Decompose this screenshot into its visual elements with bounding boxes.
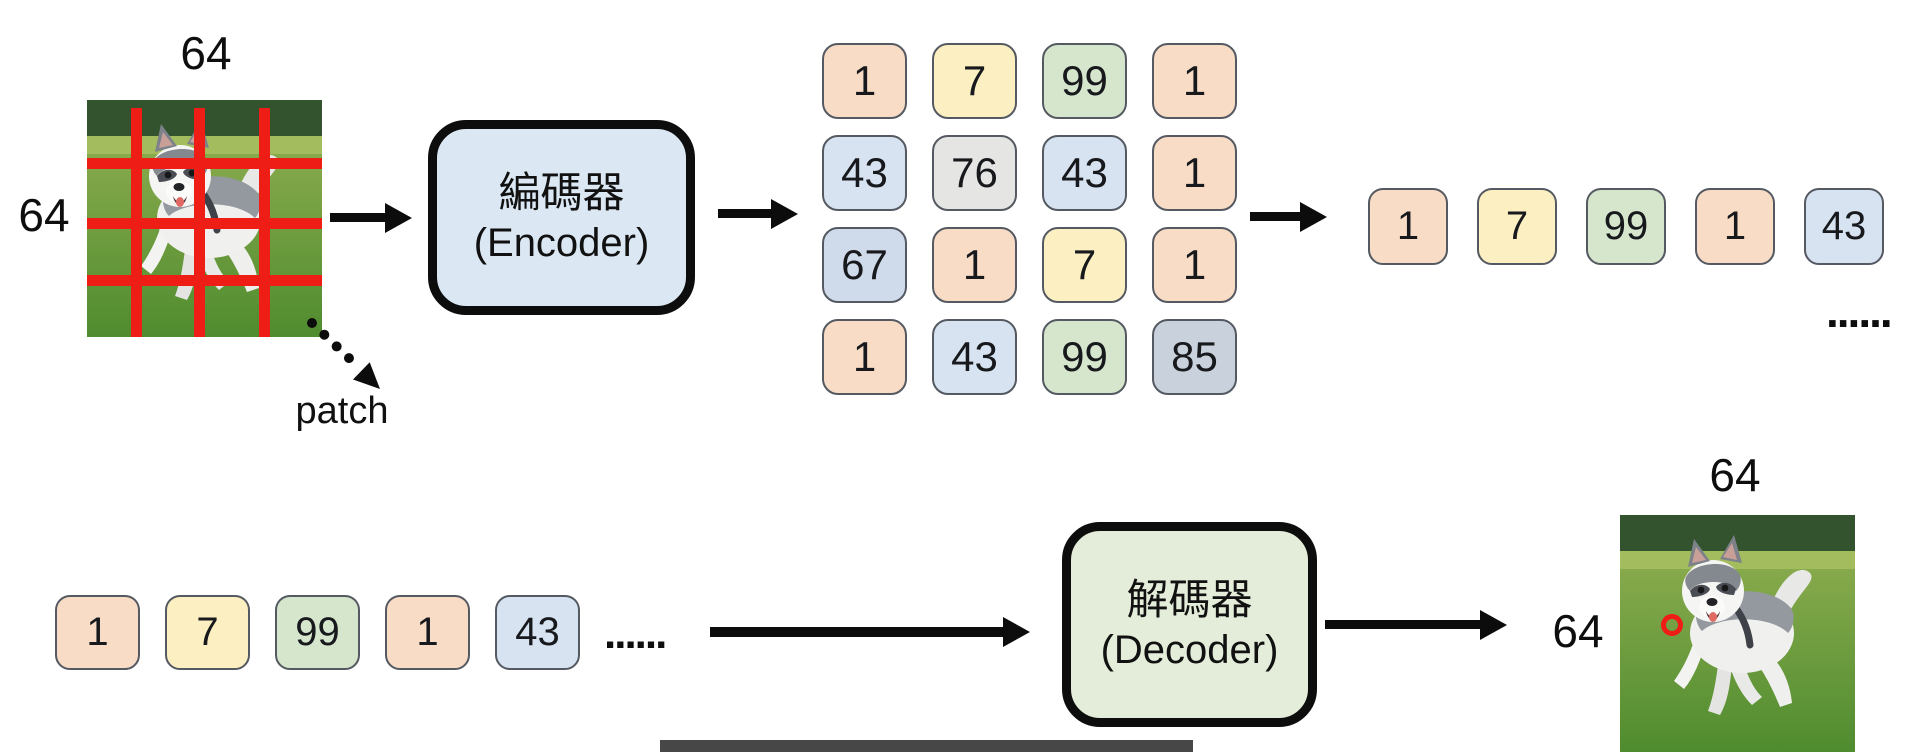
token-row-top: 1 7 99 1 43 bbox=[1368, 188, 1884, 265]
latent-tile: 99 bbox=[1042, 43, 1127, 119]
output-image-width-label: 64 bbox=[1709, 449, 1761, 501]
token-tile: 1 bbox=[1695, 188, 1775, 265]
latent-tile: 1 bbox=[1152, 135, 1237, 211]
token-row-bottom-ellipsis: ...... bbox=[604, 609, 667, 658]
arrow-grid-to-tokens bbox=[1250, 212, 1301, 221]
patch-label: patch bbox=[295, 390, 389, 432]
bottom-bar bbox=[660, 740, 1193, 752]
latent-tile: 1 bbox=[822, 43, 907, 119]
token-tile: 1 bbox=[385, 595, 470, 670]
token-tile: 7 bbox=[1477, 188, 1557, 265]
latent-tile: 43 bbox=[932, 319, 1017, 395]
token-tile: 43 bbox=[495, 595, 580, 670]
arrow-encoder-to-grid bbox=[718, 209, 772, 218]
encoder-title-en: (Encoder) bbox=[473, 220, 650, 265]
latent-tile: 43 bbox=[1042, 135, 1127, 211]
token-tile: 99 bbox=[1586, 188, 1666, 265]
latent-tile: 67 bbox=[822, 227, 907, 303]
latent-tile: 1 bbox=[822, 319, 907, 395]
token-tile: 99 bbox=[275, 595, 360, 670]
decoder-title-en: (Decoder) bbox=[1100, 627, 1279, 672]
token-tile: 7 bbox=[165, 595, 250, 670]
latent-tile: 76 bbox=[932, 135, 1017, 211]
decoder-box: 解碼器 (Decoder) bbox=[1062, 522, 1317, 727]
token-tile: 1 bbox=[1368, 188, 1448, 265]
patch-grid-line-horizontal bbox=[87, 275, 322, 286]
latent-tile: 7 bbox=[1042, 227, 1127, 303]
patch-callout-arrow bbox=[307, 318, 380, 389]
decoder-title-zh: 解碼器 bbox=[1126, 576, 1253, 624]
input-image-height-label: 64 bbox=[18, 189, 70, 241]
latent-grid: 1 7 99 1 43 76 43 1 67 1 7 1 1 43 99 85 bbox=[822, 43, 1237, 395]
reconstruction-diff-marker bbox=[1661, 614, 1683, 636]
arrow-tokens-to-decoder bbox=[710, 627, 1004, 637]
token-tile: 43 bbox=[1804, 188, 1884, 265]
latent-tile: 1 bbox=[1152, 43, 1237, 119]
patch-grid-line-horizontal bbox=[87, 158, 322, 169]
latent-tile: 99 bbox=[1042, 319, 1127, 395]
husky-illustration bbox=[1620, 515, 1855, 752]
latent-tile: 7 bbox=[932, 43, 1017, 119]
arrow-decoder-to-output bbox=[1325, 620, 1481, 629]
latent-tile: 85 bbox=[1152, 319, 1237, 395]
latent-tile: 1 bbox=[1152, 227, 1237, 303]
input-image-width-label: 64 bbox=[180, 27, 232, 79]
token-tile: 1 bbox=[55, 595, 140, 670]
encoder-title-zh: 編碼器 bbox=[498, 169, 625, 217]
output-image-height-label: 64 bbox=[1552, 605, 1604, 657]
token-row-bottom: 1 7 99 1 43 bbox=[55, 595, 580, 670]
output-husky-image bbox=[1620, 515, 1855, 752]
latent-tile: 1 bbox=[932, 227, 1017, 303]
patch-grid-line-horizontal bbox=[87, 218, 322, 229]
arrow-input-to-encoder bbox=[330, 213, 386, 222]
token-row-top-ellipsis: ...... bbox=[1826, 285, 1893, 337]
input-husky-image bbox=[87, 100, 322, 337]
latent-tile: 43 bbox=[822, 135, 907, 211]
encoder-box: 編碼器 (Encoder) bbox=[428, 120, 695, 315]
